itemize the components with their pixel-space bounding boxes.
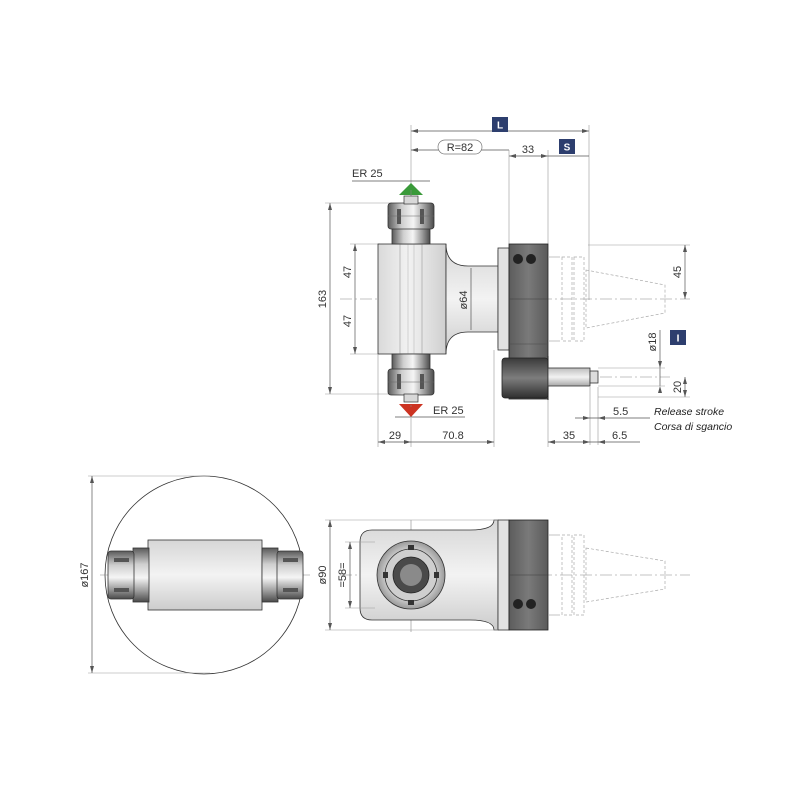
- arrow-up-icon: [399, 183, 423, 195]
- release-knob: [501, 357, 549, 399]
- release-stroke-note: Release stroke: [654, 406, 724, 418]
- badge-L: L: [492, 117, 508, 132]
- svg-text:S: S: [564, 143, 571, 154]
- svg-text:5.5: 5.5: [613, 406, 628, 418]
- svg-text:47: 47: [342, 266, 354, 278]
- svg-text:45: 45: [672, 266, 684, 278]
- svg-text:R=82: R=82: [447, 142, 474, 154]
- dim-20: 20: [598, 377, 690, 398]
- er25-bottom-label: ER 25: [395, 405, 465, 418]
- svg-text:29: 29: [389, 430, 401, 442]
- arrow-down-icon: [399, 404, 423, 417]
- collet-nut-top: [387, 195, 435, 245]
- badge-I: I: [670, 330, 686, 345]
- dim-29: 29: [377, 354, 412, 447]
- dim-R82: R=82: [411, 139, 509, 155]
- side-view: ø90 =58=: [317, 519, 690, 632]
- neck: [445, 243, 499, 355]
- dim-163: 163: [317, 202, 392, 395]
- release-stroke-note-it: Corsa di sgancio: [654, 421, 732, 433]
- dim-58: =58=: [337, 562, 349, 587]
- collet-nut-bottom: [387, 353, 435, 403]
- badge-S: S: [559, 139, 575, 154]
- taper-shank: [548, 256, 666, 342]
- svg-text:47: 47: [342, 315, 354, 327]
- housing: [377, 243, 447, 355]
- svg-text:20: 20: [672, 381, 684, 393]
- svg-text:L: L: [497, 121, 503, 132]
- svg-text:ER 25: ER 25: [433, 405, 464, 417]
- dim-33: 33: [508, 144, 549, 244]
- svg-text:35: 35: [563, 430, 575, 442]
- svg-text:ø18: ø18: [647, 333, 659, 352]
- dim-d167: ø167: [79, 562, 91, 587]
- svg-text:ER 25: ER 25: [352, 168, 383, 180]
- er25-top-label: ER 25: [352, 168, 430, 182]
- svg-text:6.5: 6.5: [612, 430, 627, 442]
- svg-text:I: I: [677, 334, 680, 345]
- dim-70-8: 70.8: [411, 350, 495, 447]
- release-pin: [547, 367, 591, 387]
- dim-35: 35: [547, 400, 590, 447]
- dim-45: 45: [588, 244, 690, 299]
- dim-d18: ø18: [598, 330, 665, 393]
- dim-5-5: 5.5: [575, 387, 650, 445]
- svg-text:ø64: ø64: [458, 291, 470, 310]
- svg-text:163: 163: [317, 290, 329, 308]
- dim-6-5: 6.5: [590, 430, 640, 444]
- dim-47-upper: 47: [342, 243, 380, 299]
- svg-text:33: 33: [522, 144, 534, 156]
- dim-d90: ø90: [317, 566, 329, 585]
- dim-47-lower: 47: [342, 299, 380, 355]
- round-view: ø167: [79, 475, 310, 675]
- top-view: L R=82 33 S ER 25 ER: [317, 117, 732, 447]
- svg-text:70.8: 70.8: [442, 430, 463, 442]
